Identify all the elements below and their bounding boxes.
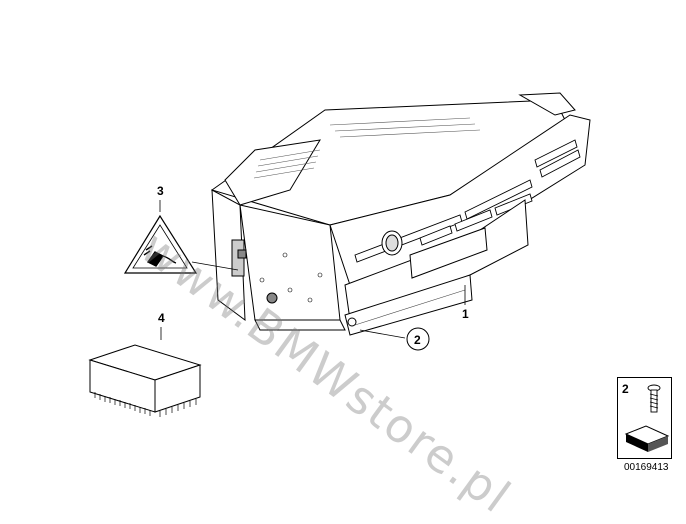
callout-3: 3 [157,184,164,198]
direction-arrow-icon [624,425,670,452]
screw-icon [647,384,661,413]
radio-unit-drawing [210,92,591,336]
callout-4: 4 [158,311,165,325]
screw-and-arrow-icon [624,384,670,452]
foam-block-drawing [88,344,202,417]
diagram-id: 00169413 [624,462,669,473]
warning-label-drawing [123,214,198,274]
legend-box: 2 [617,377,672,459]
callout-1: 1 [462,307,469,321]
plug-icon [143,245,177,267]
callout-2-circle: 2 [406,327,430,351]
legend-screw-number: 2 [622,382,629,396]
parts-diagram: 1 2 3 4 [88,92,591,417]
callout-2: 2 [414,333,421,347]
leader-lines [191,261,466,339]
